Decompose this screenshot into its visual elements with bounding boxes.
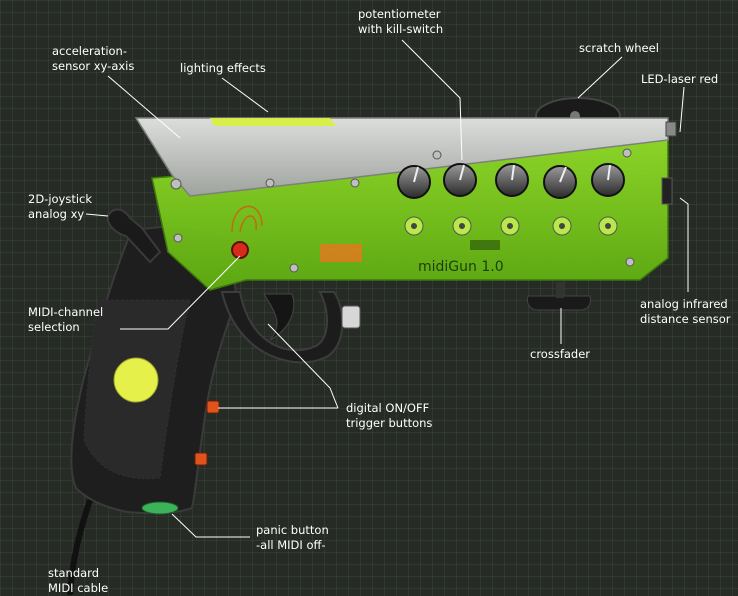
- screw: [350, 178, 360, 188]
- kill-switch-5[interactable]: [598, 216, 618, 236]
- label-midi-cable: standard MIDI cable: [48, 566, 108, 596]
- label-line: crossfader: [530, 347, 591, 361]
- infrared-sensor: [661, 177, 673, 205]
- crossfader-stem: [556, 282, 564, 298]
- yellow-grip-button[interactable]: [113, 357, 159, 403]
- label-lighting-effects: lighting effects: [180, 61, 266, 76]
- label-line: MIDI-channel: [28, 305, 104, 319]
- trigger-guard: [220, 291, 344, 364]
- potentiometer-knob-1[interactable]: [397, 165, 431, 199]
- potentiometer-knob-4[interactable]: [543, 165, 577, 199]
- label-midi-channel: MIDI-channel selection: [28, 305, 103, 335]
- label-line: standard: [48, 566, 100, 580]
- circuit-chip: [470, 240, 500, 250]
- midi-channel-button[interactable]: [231, 241, 249, 259]
- label-line: LED-laser red: [641, 72, 719, 86]
- trigger[interactable]: [263, 293, 295, 341]
- kill-switch-1[interactable]: [404, 216, 424, 236]
- label-line: with kill-switch: [358, 22, 444, 36]
- label-trigger-buttons: digital ON/OFF trigger buttons: [346, 401, 432, 431]
- label-line: sensor xy-axis: [52, 59, 135, 73]
- label-line: selection: [28, 320, 80, 334]
- label-line: panic button: [256, 523, 329, 537]
- screw: [625, 257, 635, 267]
- label-line: analog infrared: [640, 297, 728, 311]
- label-line: scratch wheel: [579, 41, 659, 55]
- label-line: MIDI cable: [48, 581, 109, 595]
- label-potentiometer: potentiometer with kill-switch: [358, 7, 443, 37]
- label-line: potentiometer: [358, 7, 441, 21]
- label-infrared-sensor: analog infrared distance sensor: [640, 297, 731, 327]
- led-laser: [665, 121, 677, 137]
- label-crossfader: crossfader: [530, 347, 590, 362]
- trigger-button-1[interactable]: [206, 400, 220, 414]
- label-line: -all MIDI off-: [256, 538, 326, 552]
- screw: [622, 148, 632, 158]
- kill-switch-3[interactable]: [500, 216, 520, 236]
- label-panic-button: panic button -all MIDI off-: [256, 523, 329, 553]
- label-led-laser: LED-laser red: [641, 72, 718, 87]
- side-knob: [341, 305, 361, 329]
- label-line: acceleration-: [52, 44, 127, 58]
- circuit-wires: [231, 205, 263, 233]
- kill-switch-4[interactable]: [552, 216, 572, 236]
- potentiometer-knob-5[interactable]: [591, 163, 625, 197]
- label-line: digital ON/OFF: [346, 401, 430, 415]
- joystick[interactable]: [106, 208, 162, 264]
- trigger-button-2[interactable]: [194, 452, 208, 466]
- label-line: distance sensor: [640, 312, 731, 326]
- label-scratch-wheel: scratch wheel: [579, 41, 659, 56]
- crossfader[interactable]: [527, 295, 591, 311]
- kill-switch-2[interactable]: [452, 216, 472, 236]
- potentiometer-knob-2[interactable]: [443, 163, 477, 197]
- aluminum-top-plate: [134, 117, 669, 197]
- screw: [170, 178, 182, 190]
- lighting-strip: [210, 118, 336, 126]
- screw: [173, 233, 183, 243]
- label-line: trigger buttons: [346, 416, 433, 430]
- device-title: midiGun 1.0: [418, 259, 504, 275]
- potentiometer-knob-3[interactable]: [495, 163, 529, 197]
- label-acceleration-sensor: acceleration- sensor xy-axis: [52, 44, 134, 74]
- label-joystick: 2D-joystick analog xy: [28, 192, 92, 222]
- panic-button[interactable]: [141, 501, 179, 515]
- screw: [289, 263, 299, 273]
- label-line: 2D-joystick: [28, 192, 93, 206]
- circuit-chip: [320, 244, 362, 262]
- label-line: lighting effects: [180, 61, 266, 75]
- screw: [265, 178, 275, 188]
- label-line: analog xy: [28, 207, 85, 221]
- leader-lines: [85, 39, 689, 538]
- screw: [432, 150, 442, 160]
- midi-cable: [67, 499, 93, 595]
